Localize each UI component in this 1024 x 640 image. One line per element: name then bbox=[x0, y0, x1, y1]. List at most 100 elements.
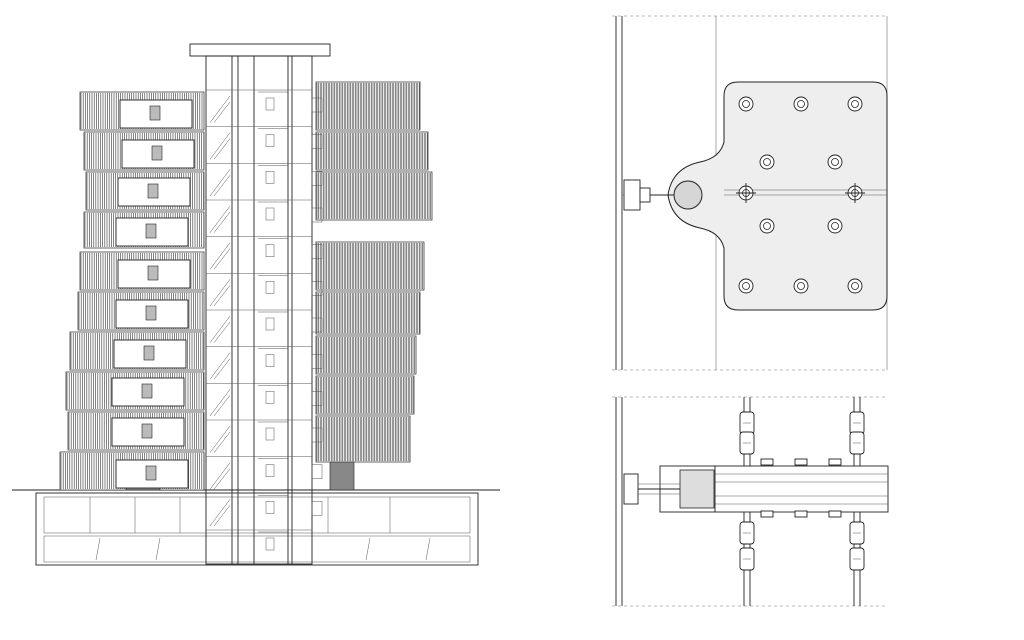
right-cladding-band bbox=[315, 335, 417, 375]
core-door bbox=[265, 281, 275, 294]
plan-bolt-head bbox=[760, 458, 774, 466]
right-cladding-band bbox=[315, 375, 415, 415]
bolt bbox=[845, 183, 865, 203]
rod-clamp bbox=[739, 521, 755, 545]
core-door bbox=[265, 501, 275, 514]
stair-flight bbox=[209, 242, 231, 270]
unit-opening bbox=[115, 299, 189, 329]
stair-flight bbox=[209, 95, 231, 123]
stair-flight bbox=[209, 389, 231, 417]
stair-flight bbox=[213, 211, 231, 233]
right-cladding-band bbox=[315, 131, 429, 171]
plate-connection-detail bbox=[612, 15, 888, 371]
bolt bbox=[759, 218, 775, 234]
core-door bbox=[265, 391, 275, 404]
bolt bbox=[827, 218, 843, 234]
rod-clamp bbox=[849, 431, 865, 455]
bolt bbox=[847, 96, 863, 112]
plan-bolt-head bbox=[794, 458, 808, 466]
right-cladding bbox=[311, 81, 433, 516]
stair-flight bbox=[209, 315, 231, 343]
stair-flight bbox=[209, 425, 231, 453]
rod-clamp bbox=[739, 431, 755, 455]
balcony-rail bbox=[311, 317, 323, 333]
plate-stack bbox=[659, 465, 889, 513]
balcony-rail bbox=[311, 281, 323, 296]
right-cladding-band bbox=[315, 81, 421, 131]
bolt bbox=[736, 183, 756, 203]
stair-flight bbox=[209, 352, 231, 380]
core-door bbox=[265, 171, 275, 184]
bolt bbox=[759, 154, 775, 170]
unit-opening bbox=[115, 217, 189, 247]
stair-flight bbox=[209, 462, 231, 490]
roof-cap bbox=[189, 43, 331, 57]
stair-flight bbox=[213, 505, 231, 527]
core-door bbox=[265, 97, 275, 111]
plan-bolt-head bbox=[760, 510, 774, 518]
balcony-rail bbox=[311, 97, 323, 113]
core-door bbox=[265, 464, 275, 477]
anchor-fitting bbox=[623, 179, 674, 211]
balcony-rail bbox=[311, 464, 323, 479]
bolt bbox=[793, 96, 809, 112]
bolt bbox=[827, 154, 843, 170]
bolt bbox=[738, 278, 754, 294]
right-cladding-band bbox=[315, 415, 411, 463]
unit-opening bbox=[117, 259, 191, 289]
right-cladding-band bbox=[315, 241, 425, 291]
balcony-rail bbox=[311, 391, 323, 406]
stair-flight bbox=[213, 321, 231, 343]
unit-opening bbox=[111, 377, 185, 407]
unit-opening bbox=[117, 177, 191, 207]
plan-anchor bbox=[623, 473, 680, 505]
basement bbox=[35, 492, 479, 566]
stair-flight bbox=[209, 279, 231, 307]
stair-flight bbox=[213, 285, 231, 307]
unit-opening bbox=[113, 339, 187, 369]
stair-flight bbox=[209, 205, 231, 233]
rod-clamp bbox=[849, 547, 865, 571]
bolt bbox=[793, 278, 809, 294]
balcony-rail bbox=[311, 354, 323, 369]
core-door bbox=[265, 207, 275, 221]
stair-flight bbox=[213, 101, 231, 123]
building-section bbox=[12, 43, 500, 566]
plan-clamps bbox=[739, 411, 865, 571]
stair-flight bbox=[209, 499, 231, 527]
unit-opening bbox=[111, 417, 185, 447]
plan-bolt-head bbox=[794, 510, 808, 518]
balcony-rail bbox=[311, 207, 323, 223]
left-rooms bbox=[111, 99, 195, 489]
balcony-rail bbox=[311, 134, 323, 149]
core-door bbox=[265, 317, 275, 331]
connection-plate bbox=[667, 81, 888, 311]
core-door bbox=[265, 354, 275, 367]
right-cladding-band bbox=[315, 291, 421, 335]
bolt bbox=[738, 96, 754, 112]
rod-clamp bbox=[849, 521, 865, 545]
balcony-rail bbox=[311, 171, 323, 186]
core-floors bbox=[206, 89, 312, 551]
stair-flight bbox=[213, 431, 231, 453]
stair-flight bbox=[213, 468, 231, 490]
rod-clamp bbox=[739, 411, 755, 435]
stair-flight bbox=[213, 358, 231, 380]
rod-clamp bbox=[739, 547, 755, 571]
plan-bolt-head bbox=[828, 510, 842, 518]
rod-clamp bbox=[849, 411, 865, 435]
stair-flight bbox=[213, 138, 231, 160]
core-door bbox=[265, 134, 275, 147]
unit-opening bbox=[119, 99, 193, 129]
pin bbox=[673, 180, 703, 210]
stair-flight bbox=[209, 169, 231, 197]
plan-detail bbox=[612, 396, 889, 607]
ground-screen bbox=[329, 461, 355, 491]
stair-flight bbox=[209, 132, 231, 160]
core-door bbox=[265, 537, 275, 551]
balcony-rail bbox=[311, 427, 323, 443]
plate-bolts bbox=[736, 96, 865, 294]
balcony-rail bbox=[311, 501, 323, 516]
unit-opening bbox=[121, 139, 195, 169]
